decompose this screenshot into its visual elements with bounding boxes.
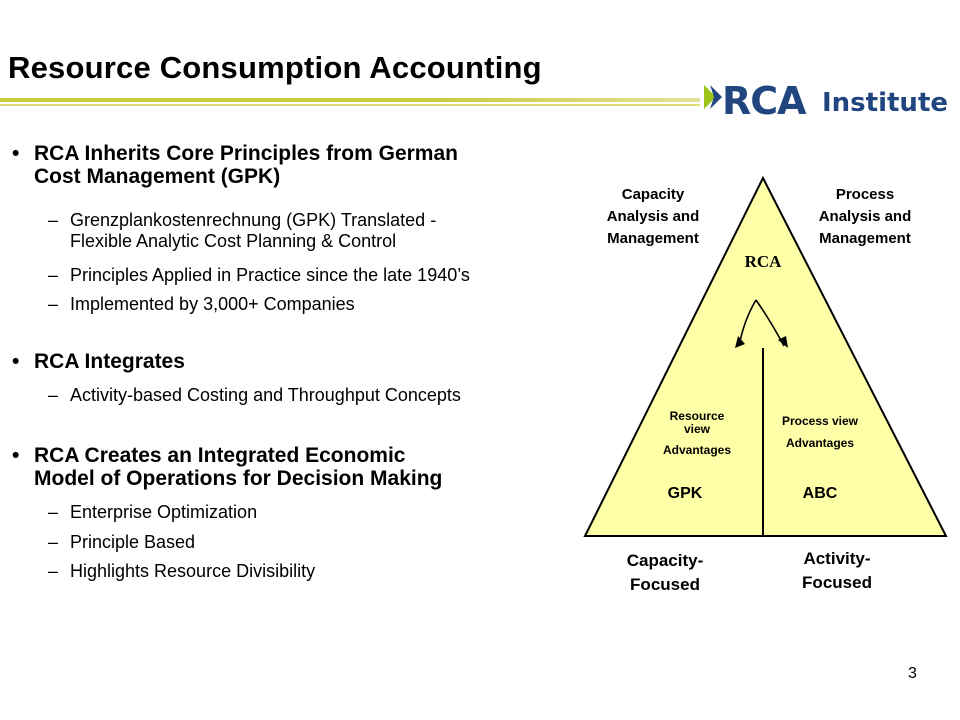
sub-line: Enterprise Optimization <box>70 502 258 522</box>
title-rule <box>0 98 700 106</box>
sub-line: Highlights Resource Divisibility <box>70 561 316 581</box>
label-process-view: Process view Advantages <box>781 414 859 450</box>
bullet-dot: • <box>12 142 20 165</box>
bullet-line: Model of Operations for Decision Making <box>34 467 443 490</box>
bullet-line: Cost Management (GPK) <box>34 165 281 188</box>
bullet-line: RCA Inherits Core Principles from German <box>34 142 458 165</box>
slide-title: Resource Consumption Accounting <box>8 50 542 85</box>
triangle-shape <box>583 175 948 537</box>
label-process-analysis: Process Analysis and Management <box>818 186 912 247</box>
sub-line: Activity-based Costing and Throughput Co… <box>70 385 461 405</box>
label-activity-focused: Activity- Focused <box>802 549 872 592</box>
bullet-dot: • <box>12 444 20 467</box>
bullet-line: RCA Integrates <box>34 350 185 373</box>
page-number: 3 <box>908 665 917 682</box>
sub-line: Principles Applied in Practice since the… <box>70 265 470 285</box>
sub-line: Principle Based <box>70 532 196 552</box>
bullet-line: RCA Creates an Integrated Economic <box>34 444 406 467</box>
label-capacity-focused: Capacity- Focused <box>626 551 704 594</box>
logo-suffix: Institute <box>822 88 949 118</box>
label-capacity-analysis: Capacity Analysis and Management <box>606 186 700 247</box>
label-resource-view: Resource view Advantages <box>662 409 732 457</box>
label-apex-rca: RCA <box>744 252 782 271</box>
sub-line: Flexible Analytic Cost Planning & Contro… <box>70 231 397 251</box>
logo-brand: RCA <box>722 79 807 123</box>
label-abc: ABC <box>802 485 838 502</box>
label-gpk: GPK <box>667 485 703 502</box>
bullet-dot: • <box>12 350 20 373</box>
sub-line: Implemented by 3,000+ Companies <box>70 294 355 314</box>
logo-arrow-icon <box>704 85 722 109</box>
rca-triangle-diagram <box>583 175 948 537</box>
sub-line: Grenzplankostenrechnung (GPK) Translated… <box>70 210 437 230</box>
